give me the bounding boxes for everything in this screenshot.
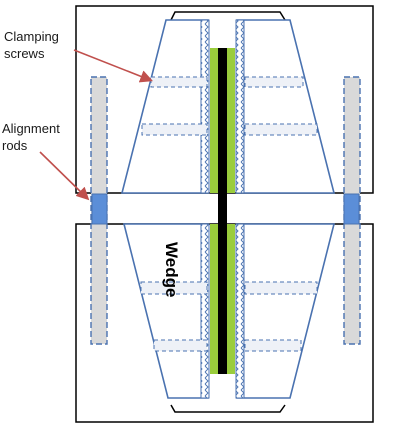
screw-lower-2: [153, 339, 302, 352]
inner-strip-upper-left: [200, 19, 210, 194]
alignment-rod-left: [90, 76, 108, 345]
inner-strip-lower-right: [235, 223, 245, 399]
clamping-screws-label: Clamping screws: [4, 29, 59, 61]
clamping-screws-arrow: [73, 49, 153, 83]
black-sample-column: [218, 48, 227, 374]
top-block-tab: [170, 11, 286, 21]
inner-strip-lower-left: [200, 223, 210, 399]
alignment-rod-right: [343, 76, 361, 345]
green-layer-lower-right: [227, 224, 235, 374]
alignment-rods-label: Alignment rods: [2, 121, 60, 153]
green-layer-upper-right: [227, 48, 235, 193]
inner-strip-upper-right: [235, 19, 245, 194]
green-layer-upper-left: [210, 48, 218, 193]
wedge-label: Wedge: [162, 242, 181, 297]
alignment-rods-arrow: [39, 151, 90, 201]
screw-lower-1: [140, 281, 318, 295]
bottom-block-tab: [170, 404, 286, 413]
screw-upper-2: [141, 123, 318, 136]
green-layer-lower-left: [210, 224, 218, 374]
